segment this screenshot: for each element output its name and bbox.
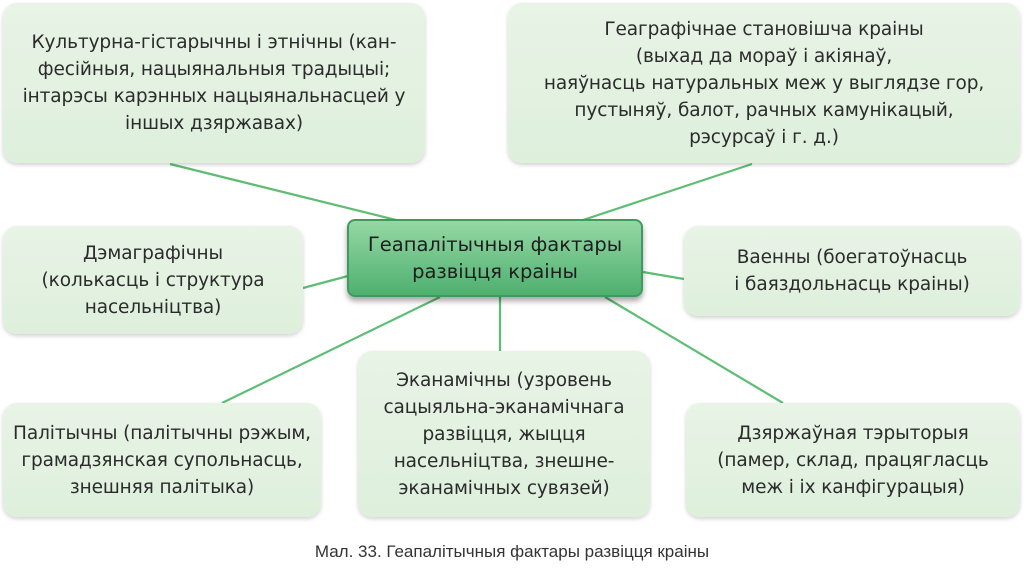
node-demographic: Дэмаграфічны (колькасць і структура насе… (3, 226, 303, 334)
connector-cultural (169, 162, 401, 223)
node-demographic-label: Дэмаграфічны (колькасць і структура насе… (41, 242, 265, 318)
node-cultural-historical: Культурна-гістарычны і этнічны (кан- фес… (3, 3, 425, 163)
connector-geographic (579, 162, 753, 223)
connector-demographic (302, 274, 349, 290)
node-military-label: Ваенны (боегатоўнасць і баяздольнасць кр… (734, 247, 970, 295)
connector-military (642, 270, 685, 281)
node-political-label: Палітычны (палітычны рэжым, грамадзянска… (13, 422, 311, 498)
connector-political (221, 296, 441, 404)
node-geographic-position-label: Геаграфічнае становішча краіны (выхад да… (543, 18, 985, 148)
central-node-label: Геапалітычныя фактары развіцця краіны (367, 233, 623, 283)
node-state-territory: Дзяржаўная тэрыторыя (памер, склад, прац… (686, 403, 1020, 517)
connector-territory (604, 296, 784, 404)
node-political: Палітычны (палітычны рэжым, грамадзянска… (3, 403, 321, 517)
node-cultural-historical-label: Культурна-гістарычны і этнічны (кан- фес… (22, 32, 406, 134)
node-economic-label: Эканамічны (узровень сацыяльна-эканамічн… (383, 369, 625, 499)
central-node: Геапалітычныя фактары развіцця краіны (347, 219, 643, 297)
node-state-territory-label: Дзяржаўная тэрыторыя (памер, склад, прац… (717, 422, 989, 498)
figure-caption: Мал. 33. Геапалітычныя фактары развіцця … (314, 542, 710, 561)
node-military: Ваенны (боегатоўнасць і баяздольнасць кр… (684, 226, 1020, 316)
node-economic: Эканамічны (узровень сацыяльна-эканамічн… (358, 351, 650, 517)
node-geographic-position: Геаграфічнае становішча краіны (выхад да… (508, 3, 1020, 163)
